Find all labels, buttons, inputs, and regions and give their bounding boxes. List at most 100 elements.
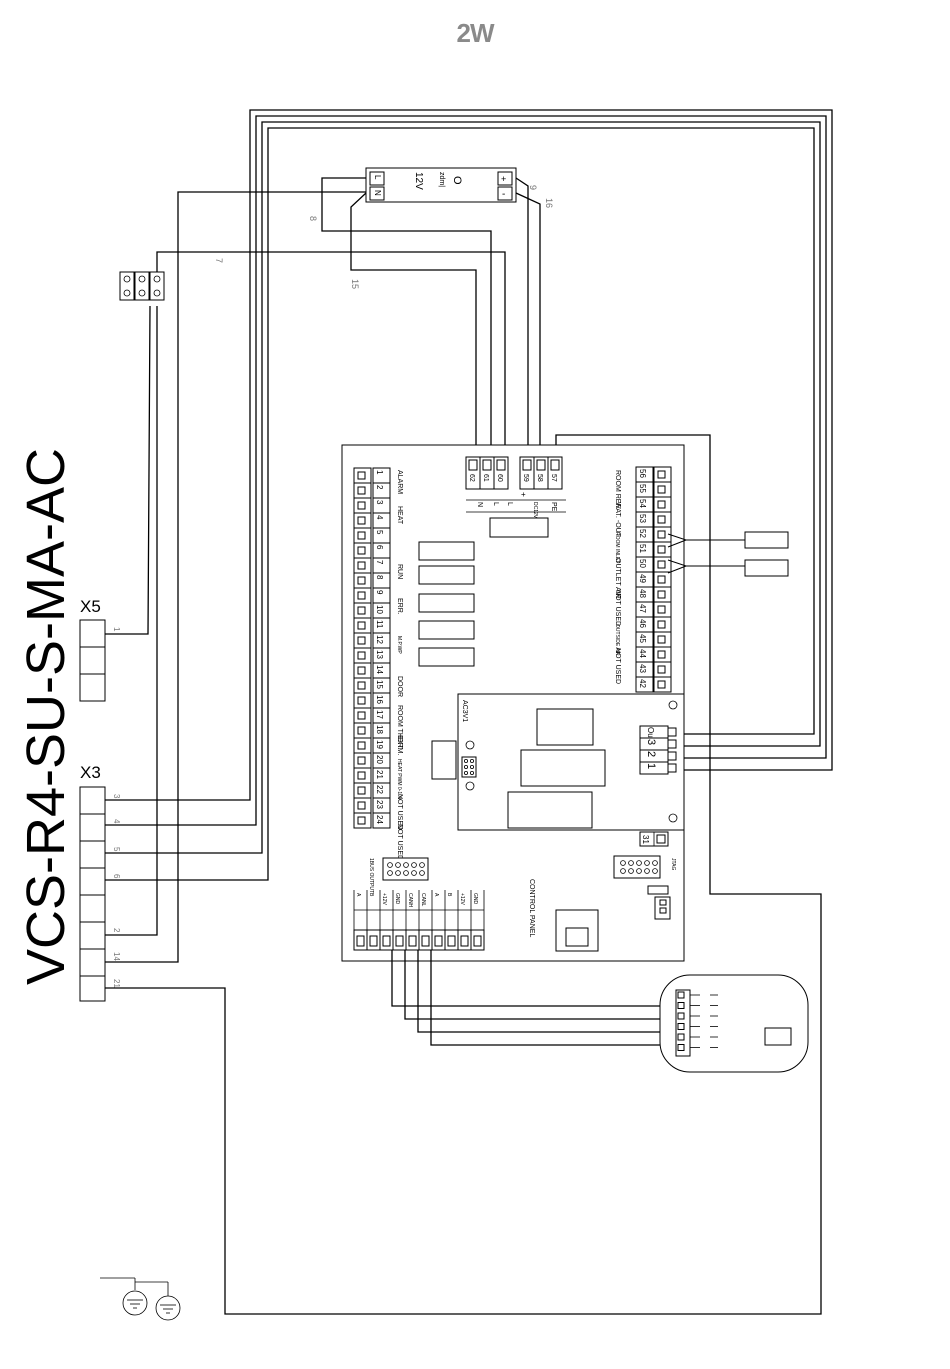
right-terminal-42: 42 <box>638 679 647 688</box>
left-terminal-2: 2 <box>375 485 384 490</box>
x3-pin-6: 6 <box>112 874 121 879</box>
bottom-terminal-label-8: +12V <box>459 893 465 905</box>
psu-symbol: O <box>451 176 463 185</box>
left-terminal-5: 5 <box>375 530 384 535</box>
left-terminal-17: 17 <box>375 710 384 719</box>
left-label-7: EXT. <box>396 735 403 750</box>
left-terminal-21: 21 <box>375 770 384 779</box>
control-panel-device <box>659 974 809 1073</box>
left-label-4: M.P.WP <box>396 636 402 654</box>
x3-pin-21: 21 <box>112 979 121 988</box>
wire-number-8: 8 <box>308 216 318 221</box>
pe-wire <box>105 434 822 1315</box>
right-terminal-55: 55 <box>638 484 647 493</box>
ground-symbols <box>100 1277 181 1321</box>
x3-pin-5: 5 <box>112 847 121 852</box>
psu-model: zdm| <box>438 172 445 187</box>
left-label-8: HEAT PWM 0-10V <box>396 759 402 801</box>
bottom-terminal-label-6: A <box>433 893 439 897</box>
switch-block <box>105 251 506 936</box>
module-label: AC3V1 <box>461 700 468 722</box>
right-label-1: WAT. -OUT <box>614 502 621 538</box>
x3-terminal-block: X3 3 4 5 6 2 14 21 <box>79 763 121 1002</box>
left-terminal-18: 18 <box>375 725 384 734</box>
left-terminal-11: 11 <box>375 620 384 629</box>
right-terminal-47: 47 <box>638 604 647 613</box>
left-terminal-19: 19 <box>375 740 384 749</box>
left-label-0: ALARM <box>396 470 403 494</box>
x5-label: X5 <box>80 597 101 616</box>
module-terminal-0: Out <box>646 727 655 741</box>
left-function-labels: ALARM HEAT RUN ERR. M.P.WP DOOR ROOM THERM.EXT… <box>396 470 403 860</box>
left-label-10: NOT USED <box>396 824 403 860</box>
bottom-terminal-label-3: GND <box>394 893 400 905</box>
bottom-terminal-label-1: B <box>368 893 374 897</box>
x5-pin-1: 1 <box>112 627 121 632</box>
left-label-6: ROOM THERM. <box>396 705 403 755</box>
left-terminal-4: 4 <box>375 515 384 520</box>
module-terminal-1: 3 <box>645 739 657 745</box>
left-terminal-3: 3 <box>375 500 384 505</box>
right-label-0: ROOM REF. <box>614 470 621 509</box>
x3-pin-4: 4 <box>112 819 121 824</box>
psu-terminal-plus: + <box>501 174 506 184</box>
right-terminal-49: 49 <box>638 574 647 583</box>
top-label-dc12v: DC12V <box>532 502 538 519</box>
left-terminal-9: 9 <box>375 590 384 595</box>
left-terminal-15: 15 <box>375 680 384 689</box>
right-terminal-48: 48 <box>638 589 647 598</box>
top-terminal-61: 61 <box>482 474 489 482</box>
left-label-5: DOOR <box>396 676 403 697</box>
right-terminal-46: 46 <box>638 619 647 628</box>
left-terminal-1: 1 <box>375 470 384 475</box>
psu-terminal-n: N <box>373 190 382 196</box>
power-supply: L N 12V zdm| O + - <box>365 167 517 203</box>
brand-logo: 2W <box>456 18 495 48</box>
right-terminal-51: 51 <box>638 544 647 553</box>
bottom-terminal-label-9: GND <box>472 893 478 905</box>
left-label-9: NOT USED <box>396 794 403 830</box>
control-panel-label: CONTROL PANEL <box>528 879 535 937</box>
right-terminal-53: 53 <box>638 514 647 523</box>
bus-output-label: 1BUS OUTPUT <box>368 858 374 893</box>
left-label-1: HEAT <box>396 506 403 525</box>
left-terminal-16: 16 <box>375 695 384 704</box>
right-terminal-43: 43 <box>638 664 647 673</box>
right-terminal-54: 54 <box>638 499 647 508</box>
module-terminal-2: 2 <box>645 751 657 757</box>
left-terminal-24: 24 <box>375 815 384 824</box>
bottom-terminal-label-2: +12V <box>381 893 387 905</box>
left-terminal-7: 7 <box>375 560 384 565</box>
top-label-l1: L <box>492 502 499 506</box>
right-terminal-50: 50 <box>638 559 647 568</box>
left-label-3: ERR. <box>396 598 403 615</box>
left-label-2: RUN <box>396 564 403 579</box>
top-terminal-57: 57 <box>550 474 557 482</box>
x3-pin-14: 14 <box>112 952 121 961</box>
right-label-4: NOT USED <box>614 590 621 626</box>
right-terminal-44: 44 <box>638 649 647 658</box>
control-panel-wires <box>391 950 678 1046</box>
right-label-6: NOT USED <box>614 648 621 684</box>
left-terminal-6: 6 <box>375 545 384 550</box>
terminal-31: 31 <box>641 835 650 844</box>
psu-wires <box>105 177 541 963</box>
jtag-label: JTAG <box>670 858 676 871</box>
wire-number-7: 7 <box>214 258 224 263</box>
left-terminal-8: 8 <box>375 575 384 580</box>
psu-voltage: 12V <box>413 172 424 190</box>
x3-pin-3: 3 <box>112 794 121 799</box>
top-terminal-58: 58 <box>536 474 543 482</box>
x3-label: X3 <box>80 763 101 782</box>
top-label-l2: L <box>506 502 513 506</box>
top-terminal-59: 59 <box>522 474 529 482</box>
left-terminal-20: 20 <box>375 755 384 764</box>
bottom-terminal-label-7: B <box>446 893 452 897</box>
outer-wire-loops <box>105 109 833 881</box>
x5-terminal-block: X5 1 <box>79 597 121 702</box>
